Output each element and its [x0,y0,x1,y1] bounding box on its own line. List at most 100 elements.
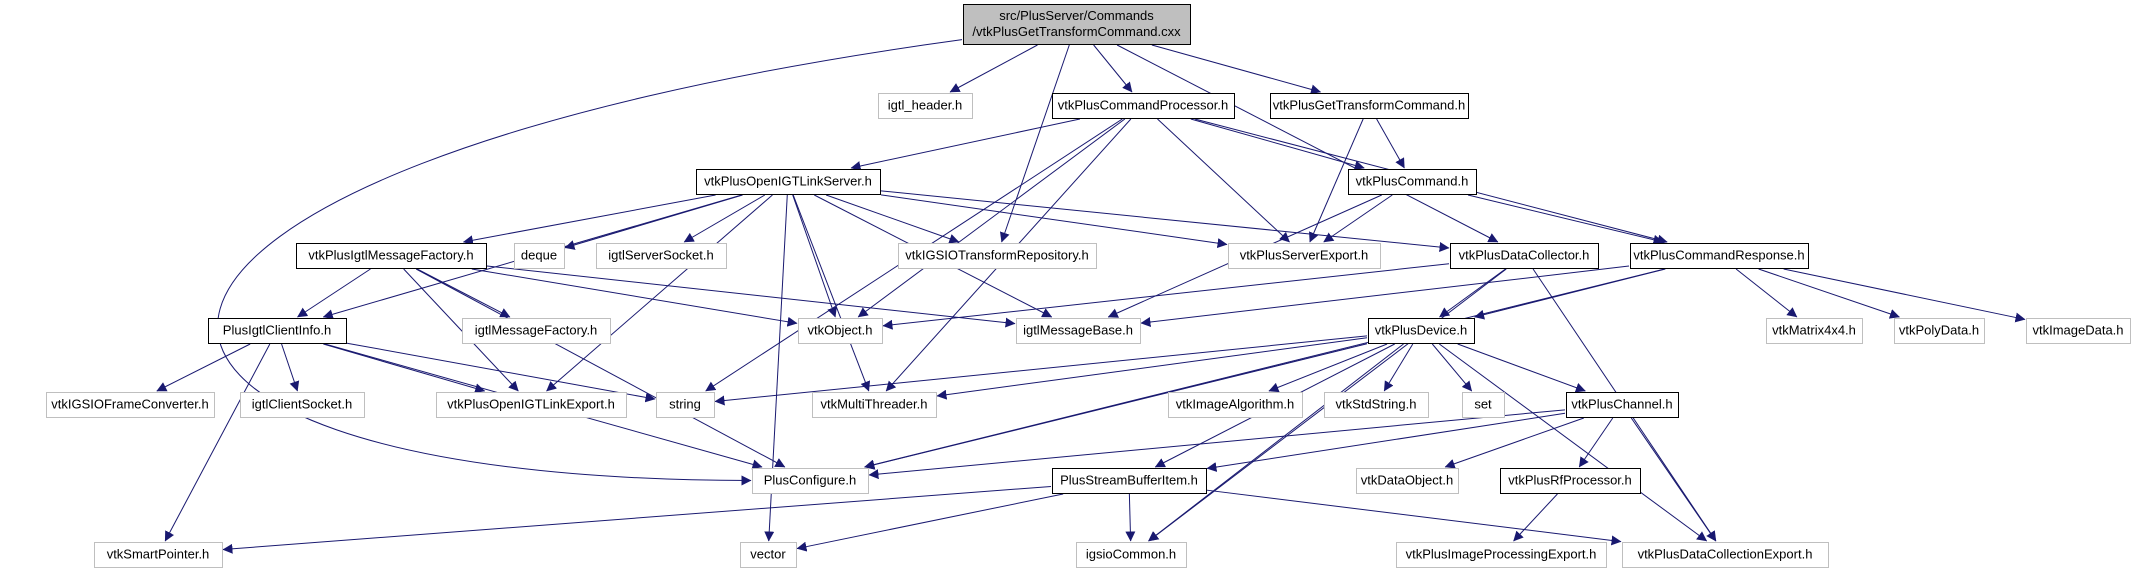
node-PlusStreamBufferItem[interactable]: PlusStreamBufferItem.h [1052,468,1207,494]
node-vtkPlusGetTransformCommand_h[interactable]: vtkPlusGetTransformCommand.h [1270,93,1469,119]
node-box [436,392,627,418]
edge-vtkPlusOpenIGTLinkServer-to-igtlServerSocket [683,194,766,243]
edge-vtkPlusCommand-to-vtkPlusCommandResponse [1467,194,1664,245]
node-vtkPlusServerExport[interactable]: vtkPlusServerExport.h [1228,243,1381,269]
edge-vtkPlusOpenIGTLinkServer-to-vtkObject [792,194,837,318]
node-vtkStdString[interactable]: vtkStdString.h [1324,392,1429,418]
node-box [1368,318,1475,344]
node-igtlMessageFactory[interactable]: igtlMessageFactory.h [462,318,611,344]
node-box [1016,318,1141,344]
edge-vtkPlusChannel-to-vtkPlusDataCollectionExport [1630,417,1717,542]
edge-vtkPlusCommand-to-vtkPlusServerExport [1323,194,1393,243]
node-label: vtkPlusIgtlMessageFactory.h [308,248,473,263]
node-label: vtkIGSIOTransformRepository.h [905,248,1089,263]
node-PlusIgtlClientInfo[interactable]: PlusIgtlClientInfo.h [208,318,347,344]
node-label: vtkPlusRfProcessor.h [1508,473,1632,488]
node-label: vtkPlusImageProcessingExport.h [1406,547,1597,562]
node-vtkPlusRfProcessor[interactable]: vtkPlusRfProcessor.h [1500,468,1641,494]
node-vtkPlusChannel[interactable]: vtkPlusChannel.h [1566,392,1679,418]
edge-vtkPlusDevice-to-vtkMultiThreader [936,337,1368,400]
node-vtkPolyData[interactable]: vtkPolyData.h [1894,318,1985,344]
node-box [1894,318,1985,344]
node-vtkPlusDataCollector[interactable]: vtkPlusDataCollector.h [1450,243,1599,269]
node-label: vtkMultiThreader.h [821,397,928,412]
node-label: vtkImageAlgorithm.h [1176,397,1295,412]
node-vtkPlusCommand[interactable]: vtkPlusCommand.h [1348,169,1477,195]
node-box [752,468,869,494]
edge-vtkPlusDevice-to-vtkPlusDataCollectionExport [1439,343,1708,542]
edge-vtkPlusDataCollector-to-vtkPlusDevice [1439,268,1506,318]
node-box [1052,93,1235,119]
edge-vtkPlusDevice-to-string [714,335,1368,406]
node-label: vtkDataObject.h [1361,473,1454,488]
node-vtkPlusDevice[interactable]: vtkPlusDevice.h [1368,318,1475,344]
node-vtkMatrix4x4[interactable]: vtkMatrix4x4.h [1766,318,1863,344]
node-label: vtkStdString.h [1336,397,1417,412]
node-igtl_header[interactable]: igtl_header.h [878,93,973,119]
node-box [208,318,347,344]
node-box [514,243,565,269]
node-vtkPlusImageProcessingExport[interactable]: vtkPlusImageProcessingExport.h [1396,542,1607,568]
node-box [46,392,215,418]
node-label: igtlClientSocket.h [252,397,352,412]
node-label: vtkPlusGetTransformCommand.h [1273,98,1465,113]
node-box [462,318,611,344]
node-igsioCommon[interactable]: igsioCommon.h [1076,542,1187,568]
node-vtkPlusIgtlMessageFactory[interactable]: vtkPlusIgtlMessageFactory.h [296,243,487,269]
node-box [94,542,223,568]
node-igtlMessageBase[interactable]: igtlMessageBase.h [1016,318,1141,344]
node-root[interactable]: src/PlusServer/Commands/vtkPlusGetTransf… [963,4,1191,45]
node-vtkImageAlgorithm[interactable]: vtkImageAlgorithm.h [1168,392,1303,418]
node-label: string [669,397,701,412]
node-box [1622,542,1829,568]
node-vtkDataObject[interactable]: vtkDataObject.h [1356,468,1459,494]
node-set[interactable]: set [1462,392,1505,418]
edge-root-to-vtkPlusDataCollector [1116,44,1499,243]
node-vector[interactable]: vector [740,542,797,568]
edge-vtkPlusGetTransformCommand_h-to-vtkPlusCommand [1376,118,1405,169]
node-vtkIGSIOTransformRepository[interactable]: vtkIGSIOTransformRepository.h [898,243,1097,269]
node-label: deque [521,248,557,263]
edge-vtkPlusDevice-to-set [1431,343,1473,392]
node-deque[interactable]: deque [514,243,565,269]
edge-PlusIgtlClientInfo-to-vtkSmartPointer [164,343,271,542]
node-label: vtkMatrix4x4.h [1772,323,1856,338]
node-vtkImageData[interactable]: vtkImageData.h [2026,318,2131,344]
node-vtkPlusDataCollectionExport[interactable]: vtkPlusDataCollectionExport.h [1622,542,1829,568]
node-label: PlusConfigure.h [764,473,857,488]
node-vtkPlusCommandProcessor[interactable]: vtkPlusCommandProcessor.h [1052,93,1235,119]
node-box [878,93,973,119]
edge-vtkPlusChannel-to-vtkPlusRfProcessor [1578,417,1614,468]
node-vtkMultiThreader[interactable]: vtkMultiThreader.h [812,392,937,418]
node-box [1076,542,1187,568]
node-label: vector [750,547,786,562]
node-box [1228,243,1381,269]
node-PlusConfigure[interactable]: PlusConfigure.h [752,468,869,494]
node-box [963,4,1191,45]
edge-PlusIgtlClientInfo-to-string [346,342,656,403]
node-box [1270,93,1469,119]
node-label: vtkPlusDataCollectionExport.h [1638,547,1813,562]
node-vtkIGSIOFrameConverter[interactable]: vtkIGSIOFrameConverter.h [46,392,215,418]
node-vtkPlusCommandResponse[interactable]: vtkPlusCommandResponse.h [1630,243,1809,269]
edge-vtkPlusGetTransformCommand_h-to-vtkPlusServerExport [1309,118,1364,243]
edge-vtkPlusIgtlMessageFactory-to-vtkObject [471,268,798,327]
node-box [1462,392,1505,418]
edge-vtkPlusRfProcessor-to-vtkPlusImageProcessingExport [1513,493,1558,542]
node-box [1396,542,1607,568]
node-vtkPlusOpenIGTLinkServer[interactable]: vtkPlusOpenIGTLinkServer.h [696,169,881,195]
edge-vtkPlusCommandProcessor-to-vtkPlusCommand [1190,118,1365,171]
edge-vtkPlusDevice-to-vtkStdString [1383,343,1414,392]
node-box [296,243,487,269]
node-label: vtkPlusOpenIGTLinkServer.h [704,174,872,189]
node-box [696,169,881,195]
node-vtkSmartPointer[interactable]: vtkSmartPointer.h [94,542,223,568]
node-igtlServerSocket[interactable]: igtlServerSocket.h [596,243,727,269]
node-vtkObject[interactable]: vtkObject.h [798,318,883,344]
node-string[interactable]: string [656,392,715,418]
edge-root-to-vtkPlusCommandProcessor [1093,44,1133,93]
edge-vtkPlusDevice-to-igsioCommon [1148,343,1404,542]
node-vtkPlusOpenIGTLinkExport[interactable]: vtkPlusOpenIGTLinkExport.h [436,392,627,418]
node-igtlClientSocket[interactable]: igtlClientSocket.h [240,392,365,418]
